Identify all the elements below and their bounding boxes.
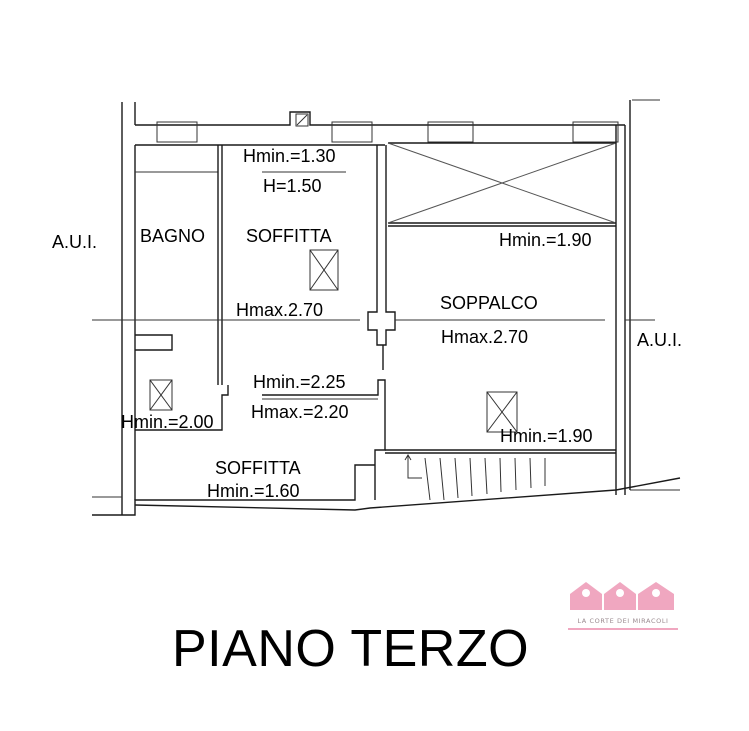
logo-underline [568,628,678,630]
logo-text: LA CORTE DEI MIRACOLI [577,617,669,625]
label-hmax-220: Hmax.=2.20 [251,402,349,422]
label-hmin-225: Hmin.=2.25 [253,372,346,392]
label-hmin-190-bottom: Hmin.=1.90 [500,426,593,446]
label-hmax-270-left: Hmax.2.70 [236,300,323,320]
label-aui-right: A.U.I. [637,330,682,350]
label-hmin-130: Hmin.=1.30 [243,146,336,166]
label-hmin-200: Hmin.=2.00 [121,412,214,432]
label-hmin-160: Hmin.=1.60 [207,481,300,501]
label-aui-left: A.U.I. [52,232,97,252]
houses-icon [570,582,674,610]
brand-logo: LA CORTE DEI MIRACOLI [568,580,678,630]
floor-title: PIANO TERZO [172,620,530,678]
label-hmin-190-top: Hmin.=1.90 [499,230,592,250]
label-soffitta-bottom: SOFFITTA [215,458,301,478]
label-soffitta-top: SOFFITTA [246,226,332,246]
walls [92,99,681,516]
label-hmax-270-right: Hmax.2.70 [441,327,528,347]
label-h-150: H=1.50 [263,176,322,196]
label-soppalco: SOPPALCO [440,293,538,313]
label-bagno: BAGNO [140,226,205,246]
